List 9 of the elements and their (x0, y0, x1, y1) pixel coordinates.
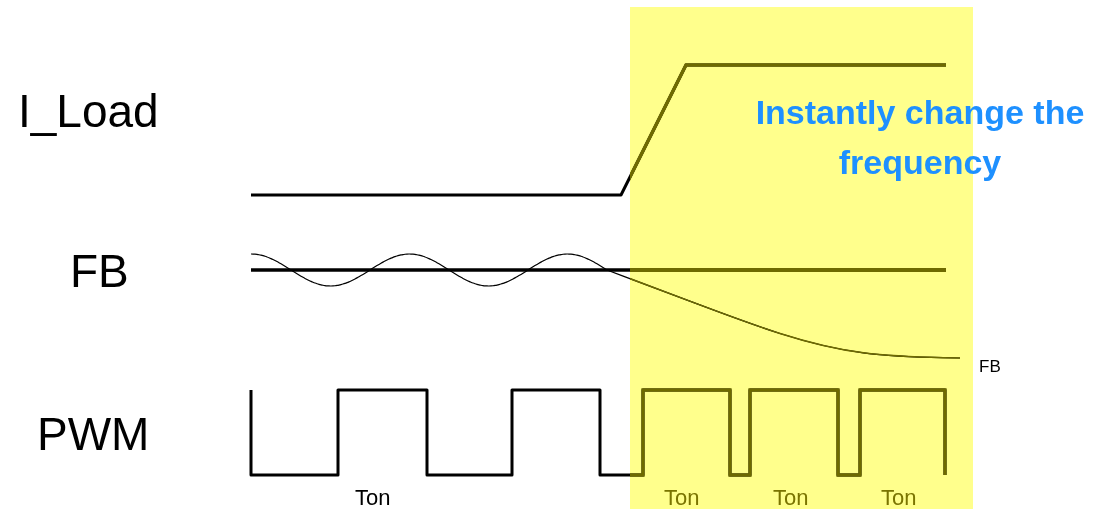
interval-label: Ton (773, 487, 809, 509)
signal-label: FB (70, 248, 129, 294)
interval-label: Ton (881, 487, 917, 509)
signal-label: PWM (37, 411, 150, 457)
interval-label: Ton (355, 487, 391, 509)
interval-label: Ton (664, 487, 700, 509)
signal-label: I_Load (18, 88, 159, 134)
curve-label: FB (979, 358, 1001, 375)
annotation-text: Instantly change the frequency (754, 92, 1086, 183)
